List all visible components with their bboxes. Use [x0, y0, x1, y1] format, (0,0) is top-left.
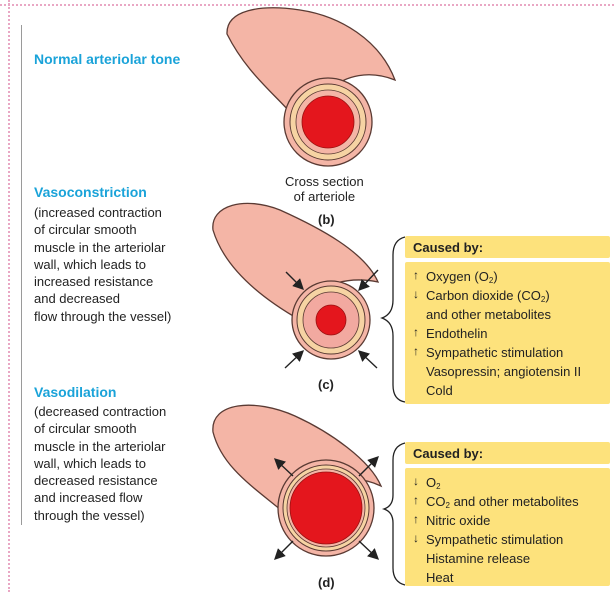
vasodilation-line: (decreased contraction	[34, 403, 166, 420]
constrict-arrow-br	[360, 352, 377, 368]
cause-text-suffix: )	[545, 288, 549, 303]
constriction-causes-title: Caused by:	[413, 240, 483, 255]
normal-heading: Normal arteriolar tone	[34, 51, 180, 67]
panel-label-b: (b)	[318, 212, 335, 227]
vasoconstriction-line: flow through the vessel)	[34, 308, 171, 325]
vasoconstriction-line: (increased contraction	[34, 204, 171, 221]
constriction-brace	[382, 237, 405, 402]
dilated-lumen	[290, 472, 362, 544]
vasoconstriction-line: increased resistance	[34, 273, 171, 290]
vasoconstriction-line: and decreased	[34, 290, 171, 307]
vasoconstriction-line: of circular smooth	[34, 221, 171, 238]
cause-text: Nitric oxide	[426, 513, 490, 528]
cause-text: Carbon dioxide (CO	[426, 288, 541, 303]
cause-item: Sympathetic stimulation	[426, 531, 563, 548]
dilation-causes-header: Caused by:	[405, 442, 610, 464]
down-arrow-icon: ↓	[410, 531, 422, 545]
normal-lumen	[302, 96, 354, 148]
vasodilation-line: muscle in the arteriolar	[34, 438, 166, 455]
up-arrow-icon: ↑	[410, 325, 422, 339]
down-arrow-icon: ↓	[410, 474, 422, 488]
down-arrow-icon: ↓	[410, 287, 422, 301]
vasodilation-line: and increased flow	[34, 489, 166, 506]
vasodilation-line: of circular smooth	[34, 420, 166, 437]
cause-text-suffix: and other metabolites	[450, 494, 579, 509]
up-arrow-icon: ↑	[410, 512, 422, 526]
cause-text: Histamine release	[426, 551, 530, 566]
up-arrow-icon: ↑	[410, 493, 422, 507]
caption-line-1: Cross section	[285, 174, 364, 189]
vasoconstriction-line: muscle in the arteriolar	[34, 239, 171, 256]
dilated-vessel-group	[213, 405, 381, 558]
cause-item: Cold	[426, 382, 453, 399]
cause-item: Histamine release	[426, 550, 530, 567]
vasoconstriction-heading: Vasoconstriction	[34, 184, 147, 200]
cause-text: Sympathetic stimulation	[426, 345, 563, 360]
cause-item: Nitric oxide	[426, 512, 490, 529]
vasodilation-heading: Vasodilation	[34, 384, 116, 400]
vasodilation-line: decreased resistance	[34, 472, 166, 489]
dilation-brace	[384, 443, 405, 585]
normal-vessel-group	[227, 8, 395, 166]
cause-item: Endothelin	[426, 325, 487, 342]
cause-item: and other metabolites	[426, 306, 551, 323]
cause-text: Sympathetic stimulation	[426, 532, 563, 547]
vasodilation-description: (decreased contraction of circular smoot…	[34, 403, 166, 524]
cause-item: Vasopressin; angiotensin II	[426, 363, 581, 380]
cause-text: Vasopressin; angiotensin II	[426, 364, 581, 379]
cause-text: Endothelin	[426, 326, 487, 341]
constricted-vessel-group	[213, 203, 378, 368]
cause-text: Cold	[426, 383, 453, 398]
panel-label-c: (c)	[318, 377, 334, 392]
up-arrow-icon: ↑	[410, 344, 422, 358]
constrict-arrow-bl	[285, 352, 302, 368]
vasodilation-line: wall, which leads to	[34, 455, 166, 472]
cause-text: and other metabolites	[426, 307, 551, 322]
cause-item: Heat	[426, 569, 453, 586]
dilate-arrow-bl	[276, 541, 293, 558]
panel-label-d: (d)	[318, 575, 335, 590]
cause-item: Carbon dioxide (CO2)	[426, 287, 550, 308]
dilation-causes-title: Caused by:	[413, 446, 483, 461]
cross-section-caption: Cross section of arteriole	[285, 174, 364, 204]
constricted-lumen	[316, 305, 346, 335]
vasoconstriction-description: (increased contraction of circular smoot…	[34, 204, 171, 325]
cause-text: O	[426, 475, 436, 490]
cause-item: CO2 and other metabolites	[426, 493, 579, 514]
vasoconstriction-line: wall, which leads to	[34, 256, 171, 273]
up-arrow-icon: ↑	[410, 268, 422, 282]
dilate-arrow-br	[359, 541, 377, 558]
caption-line-2: of arteriole	[285, 189, 364, 204]
cause-text: CO	[426, 494, 446, 509]
cause-item: Oxygen (O2)	[426, 268, 498, 289]
constriction-causes-header: Caused by:	[405, 236, 610, 258]
cause-text: Oxygen (O	[426, 269, 489, 284]
cause-subscript: 2	[436, 482, 440, 491]
cause-text-suffix: )	[493, 269, 497, 284]
vasodilation-line: through the vessel)	[34, 507, 166, 524]
cause-item: O2	[426, 474, 441, 495]
cause-text: Heat	[426, 570, 453, 585]
cause-item: Sympathetic stimulation	[426, 344, 563, 361]
